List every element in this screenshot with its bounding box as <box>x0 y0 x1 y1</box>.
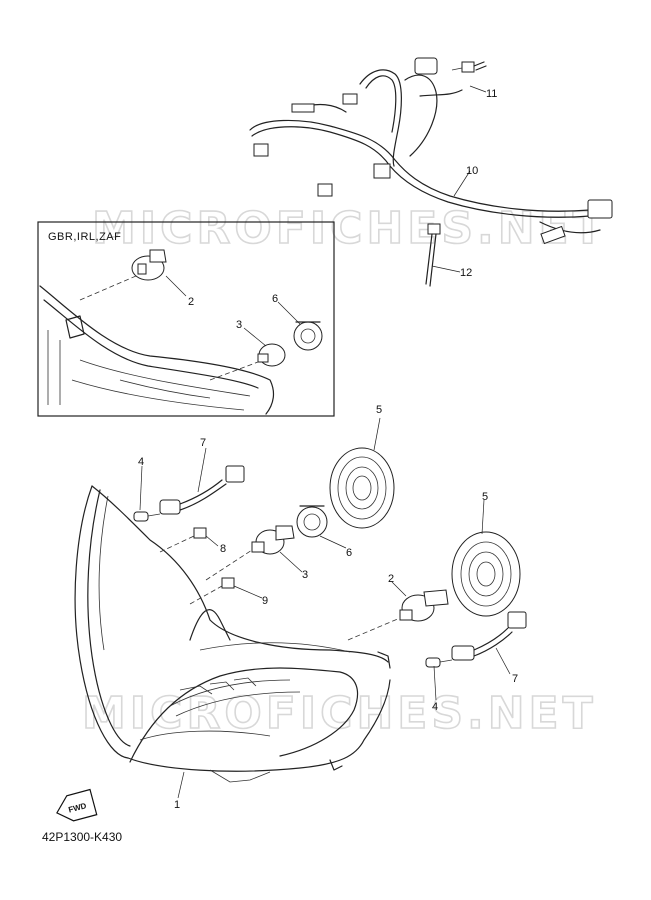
callout-2: 2 <box>388 573 394 585</box>
screw-8-icon <box>159 527 207 553</box>
callout-7-upper: 7 <box>200 437 206 449</box>
bulb-socket-6-icon <box>296 505 328 538</box>
watermark-bottom: MICROFICHES.NET <box>82 688 597 739</box>
band-clamp-12-icon <box>425 223 441 287</box>
inset-headlight-housing <box>39 285 275 415</box>
callout-3-inset: 3 <box>236 319 242 331</box>
region-label: GBR,IRL,ZAF <box>48 231 121 243</box>
bulb-socket-lead-7-lower-icon <box>451 611 527 661</box>
wire-harness <box>249 57 613 287</box>
callout-5-lower: 5 <box>482 491 488 503</box>
callout-5-upper: 5 <box>376 404 382 416</box>
headlight-assembly-1 <box>74 485 391 783</box>
position-bulb-4-lower-icon <box>425 657 453 668</box>
harness-connector-top <box>414 57 438 75</box>
callout-4-upper: 4 <box>138 456 144 468</box>
callout-11: 11 <box>486 88 497 100</box>
harness-connector-small <box>342 93 358 105</box>
position-bulb-4-upper-icon <box>133 511 161 522</box>
callout-9: 9 <box>262 595 268 607</box>
callout-8: 8 <box>220 543 226 555</box>
rubber-cover-5-upper-icon <box>329 447 395 529</box>
bulb-socket-lead-7-upper-icon <box>159 465 245 515</box>
inset-bulb-3-icon <box>209 343 286 381</box>
callout-6-inset: 6 <box>272 293 278 305</box>
harness-connector-right <box>587 199 613 219</box>
harness-connector-left <box>291 103 315 113</box>
headlight-bulb-3-icon <box>205 525 295 581</box>
watermark-top: MICROFICHES.NET <box>92 203 607 254</box>
rubber-cover-5-lower-icon <box>451 531 521 617</box>
screw-9-icon <box>189 577 235 605</box>
inset-socket-6-icon <box>293 321 323 351</box>
harness-connector-lower-left <box>253 143 269 157</box>
inset-bulb-2-icon <box>79 249 167 301</box>
harness-connector-mid <box>317 183 333 197</box>
forward-direction-badge: FWD <box>56 788 98 822</box>
callout-1: 1 <box>174 799 180 811</box>
diagram-code: 42P1300-K430 <box>42 830 122 844</box>
regional-variant-box <box>37 221 335 417</box>
screw-11-icon <box>451 61 487 73</box>
harness-plug-right <box>540 225 566 245</box>
forward-arrow-icon <box>56 788 98 822</box>
callout-12: 12 <box>460 267 472 279</box>
headlight-bulb-2-icon <box>347 589 449 641</box>
callout-4-lower: 4 <box>432 701 438 713</box>
callout-7-lower: 7 <box>512 673 518 685</box>
callout-10: 10 <box>466 165 478 177</box>
callout-3: 3 <box>302 569 308 581</box>
harness-connector-center <box>373 163 391 179</box>
callout-2-inset: 2 <box>188 296 194 308</box>
callout-6: 6 <box>346 547 352 559</box>
